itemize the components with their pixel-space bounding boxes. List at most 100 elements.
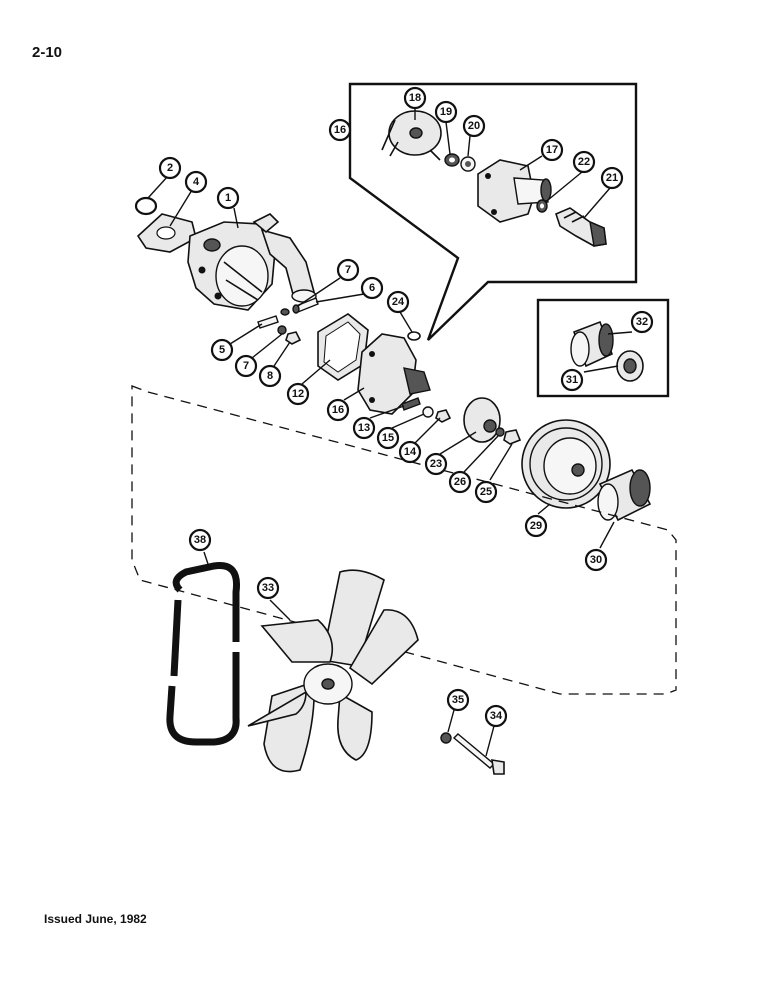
hub-part-23: [463, 397, 501, 443]
stud-part-5: [257, 315, 279, 329]
pump-body-part-17: [477, 159, 552, 223]
callout-label: 4: [193, 176, 200, 188]
callout-label: 1: [225, 192, 231, 204]
callout-label: 13: [358, 422, 370, 434]
o-ring-part-2: [134, 196, 158, 216]
callout-7-lower: 7: [234, 354, 258, 378]
callout-label: 25: [480, 486, 492, 498]
nut-part-25: [503, 429, 522, 445]
callout-label: 38: [194, 534, 206, 546]
callout-label: 17: [546, 144, 558, 156]
callout-25: 25: [474, 480, 498, 504]
callout-label: 18: [409, 92, 421, 104]
callout-label: 2: [167, 162, 173, 174]
callout-label: 5: [219, 344, 225, 356]
pulley-part-29: [521, 419, 611, 509]
gasket-part-12: [317, 313, 369, 381]
seal-part-24: [407, 331, 421, 341]
callout-16-inset: 16: [328, 118, 352, 142]
dashed-assembly-outline: [131, 385, 677, 695]
callout-label: 15: [382, 432, 394, 444]
seal-part-19: [444, 153, 460, 167]
washer-part-35: [440, 732, 452, 744]
callout-label: 32: [636, 316, 648, 328]
callout-17: 17: [540, 138, 564, 162]
callout-4: 4: [184, 170, 208, 194]
callout-7-upper: 7: [336, 258, 360, 282]
callout-label: 29: [530, 520, 542, 532]
callout-label: 23: [430, 458, 442, 470]
washer-part-22: [536, 199, 548, 213]
callout-30: 30: [584, 548, 608, 572]
callout-8: 8: [258, 364, 282, 388]
callout-label: 21: [606, 172, 618, 184]
callout-15: 15: [376, 426, 400, 450]
callout-label: 34: [490, 710, 503, 722]
bolt-part-6: [292, 297, 319, 314]
callout-18: 18: [403, 86, 427, 110]
callout-32: 32: [630, 310, 654, 334]
callout-label: 16: [332, 404, 344, 416]
callout-12: 12: [286, 382, 310, 406]
callout-label: 6: [369, 282, 375, 294]
callout-label: 31: [566, 374, 578, 386]
callout-33: 33: [256, 576, 280, 600]
fan-part-33: [247, 569, 419, 773]
pump-body-part-16: [357, 333, 431, 415]
fan-belt-part-38: [166, 562, 241, 746]
callout-label: 7: [243, 360, 249, 372]
callout-label: 14: [404, 446, 417, 458]
callout-label: 16: [334, 124, 346, 136]
issued-date: Issued June, 1982: [44, 912, 147, 926]
callout-5: 5: [210, 338, 234, 362]
washer-part-15: [422, 406, 434, 418]
callout-label: 22: [578, 156, 590, 168]
page-number: 2-10: [32, 44, 63, 61]
callout-19: 19: [434, 100, 458, 124]
callout-34: 34: [484, 704, 508, 728]
shaft-bearing-part-21: [555, 207, 607, 247]
coupling-part-32: [570, 320, 614, 368]
callout-21: 21: [600, 166, 624, 190]
pump-housing-part-1: [187, 213, 317, 311]
callout-24: 24: [386, 290, 410, 314]
washer-part-7-upper: [280, 308, 290, 316]
coupling-part-30: [597, 468, 652, 522]
callout-label: 8: [267, 370, 273, 382]
callout-label: 24: [392, 296, 405, 308]
callout-35: 35: [446, 688, 470, 712]
callout-label: 19: [440, 106, 452, 118]
callout-29: 29: [524, 514, 548, 538]
bushing-part-31: [616, 350, 644, 382]
callout-label: 20: [468, 120, 480, 132]
callout-16-main: 16: [326, 398, 350, 422]
leader-lines: [147, 108, 633, 757]
callout-22: 22: [572, 150, 596, 174]
callout-2: 2: [158, 156, 182, 180]
callout-1: 1: [216, 186, 240, 210]
stud-part-13: [401, 397, 421, 411]
nut-part-8: [285, 331, 302, 345]
inset-box-16: [348, 82, 638, 341]
callout-6: 6: [360, 276, 384, 300]
callout-label: 35: [452, 694, 464, 706]
seal-part-20: [460, 156, 476, 172]
callout-label: 30: [590, 554, 602, 566]
inset-box-coupling: [536, 298, 670, 398]
callout-label: 7: [345, 264, 351, 276]
callout-20: 20: [462, 114, 486, 138]
callout-26: 26: [448, 470, 472, 494]
callout-38: 38: [188, 528, 212, 552]
callout-label: 33: [262, 582, 274, 594]
callout-23: 23: [424, 452, 448, 476]
bolt-part-34: [452, 733, 505, 775]
callout-31: 31: [560, 368, 584, 392]
washer-part-7-lower: [277, 325, 287, 335]
callout-13: 13: [352, 416, 376, 440]
callout-label: 12: [292, 388, 304, 400]
gasket-part-4: [136, 213, 197, 253]
washer-part-26: [495, 427, 505, 437]
callouts: 1 2 4 5 6 7 7 8 12 13 14 15 16 16 17 18 …: [158, 86, 654, 728]
callout-14: 14: [398, 440, 422, 464]
